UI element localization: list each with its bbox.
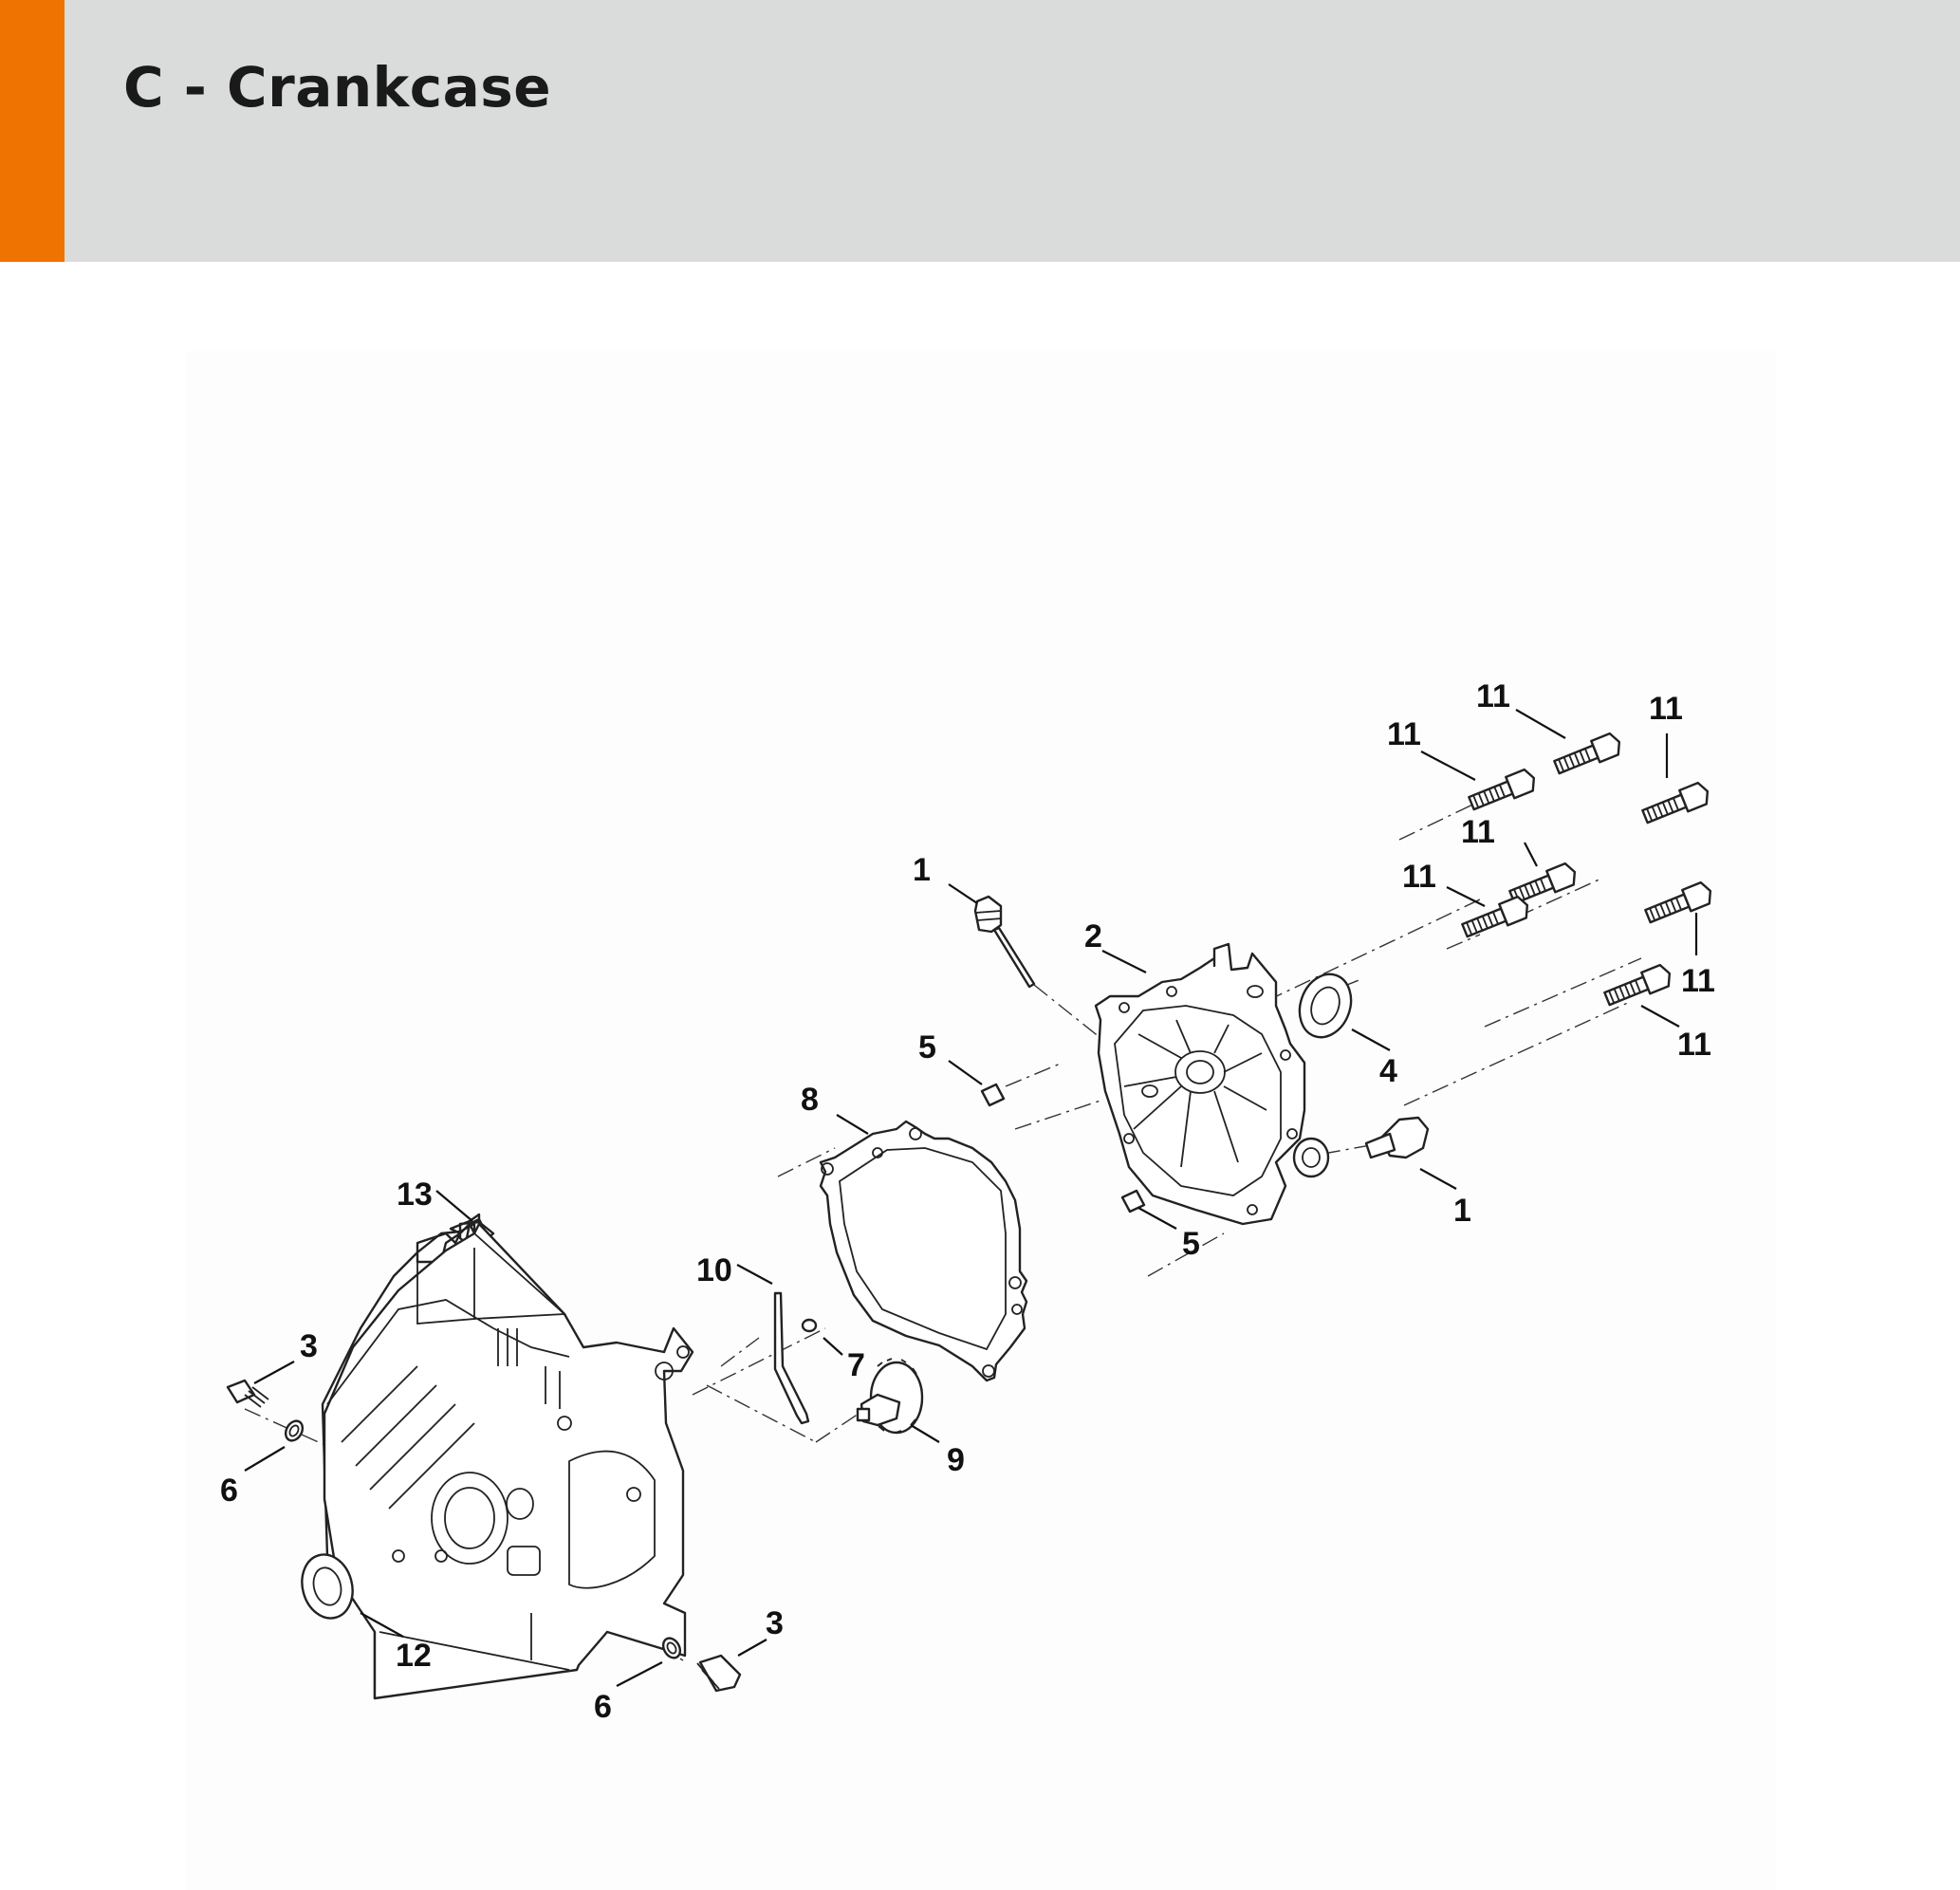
- washers: [284, 1419, 682, 1659]
- callout-5-upper: 5: [918, 1029, 936, 1065]
- governor-gear: [856, 1358, 924, 1435]
- callout-13: 13: [397, 1177, 433, 1213]
- callout-11-e: 11: [1402, 859, 1436, 895]
- o-ring: [801, 1318, 818, 1333]
- callout-11-f: 11: [1681, 963, 1715, 999]
- gasket: [819, 1120, 1028, 1382]
- dowel-pins: [980, 1083, 1146, 1214]
- callout-labels: 1 1 2 3 3 4 5 5 6 6 7 8 9 10 11 11 11 11…: [220, 678, 1715, 1725]
- callout-11-d: 11: [1461, 814, 1495, 850]
- callout-4: 4: [1379, 1053, 1397, 1089]
- header-accent-bar: [0, 0, 65, 262]
- oil-filler-plug: [1364, 1116, 1430, 1159]
- callout-6-upper: 6: [220, 1473, 238, 1509]
- page-title: C - Crankcase: [123, 55, 552, 120]
- page-header: C - Crankcase: [0, 0, 1960, 262]
- callout-6-lower: 6: [594, 1689, 612, 1725]
- callout-9: 9: [947, 1442, 965, 1478]
- callout-3-upper: 3: [300, 1328, 318, 1364]
- crankcase-body: [321, 1213, 694, 1700]
- callout-3-lower: 3: [766, 1605, 784, 1641]
- callout-11-b: 11: [1476, 678, 1510, 714]
- callout-5-lower: 5: [1182, 1226, 1200, 1262]
- leader-lines: [244, 709, 1698, 1687]
- oil-seal-crankcase: [301, 1553, 354, 1620]
- callout-10: 10: [696, 1252, 732, 1288]
- dipstick-upper: [973, 895, 1036, 989]
- callout-11-c: 11: [1649, 691, 1683, 727]
- bolts: [1461, 732, 1712, 1007]
- callout-11-g: 11: [1677, 1027, 1711, 1063]
- callout-8: 8: [801, 1082, 819, 1118]
- callout-1-dipstick: 1: [913, 852, 931, 888]
- callout-2: 2: [1084, 918, 1102, 954]
- callout-11-a: 11: [1387, 716, 1421, 752]
- drain-plugs: [226, 1379, 742, 1693]
- callout-1-filler-plug: 1: [1453, 1193, 1471, 1229]
- callout-7: 7: [847, 1347, 865, 1383]
- callout-12: 12: [396, 1638, 432, 1674]
- governor-shaft: [773, 1291, 810, 1425]
- oil-seal-cover: [1298, 973, 1353, 1039]
- crankcase-cover: [1094, 942, 1330, 1226]
